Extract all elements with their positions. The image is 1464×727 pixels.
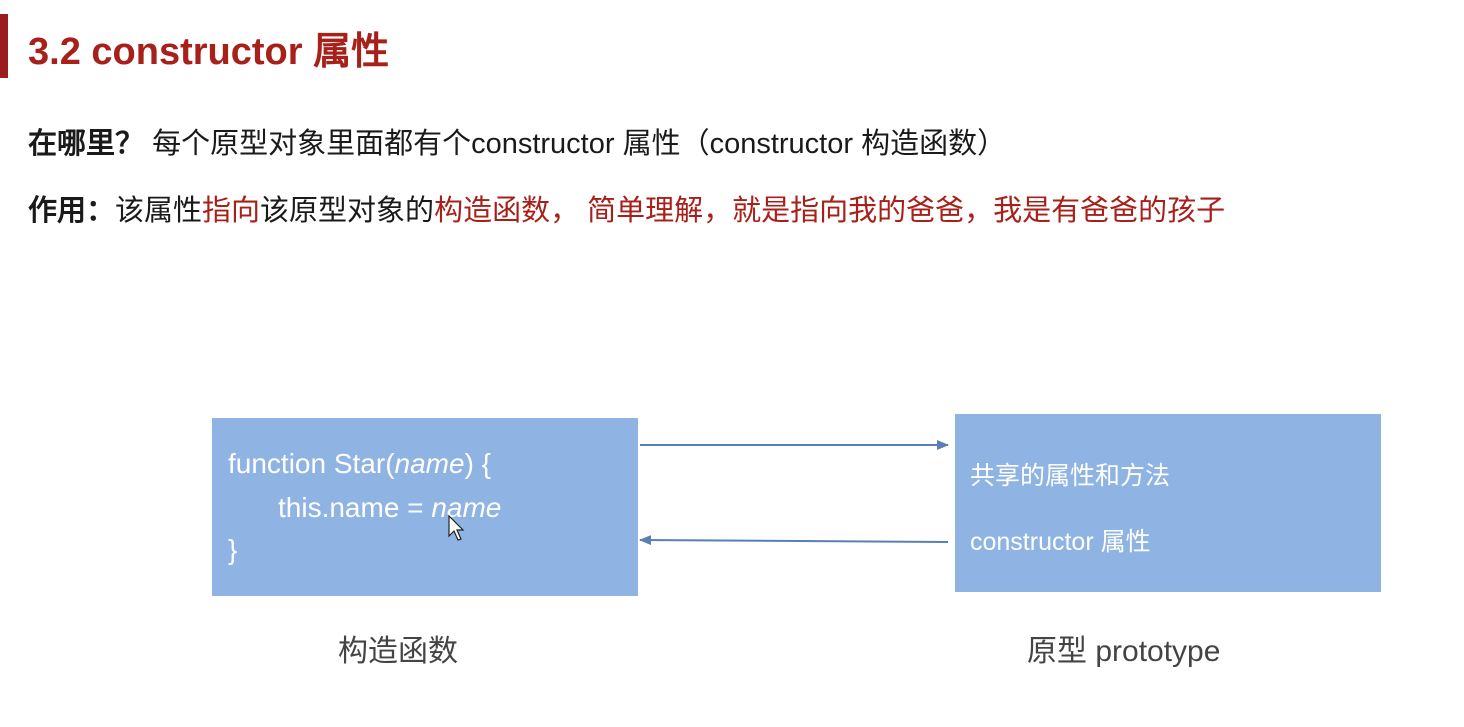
code-assigned-param: name bbox=[431, 492, 502, 523]
prototype-constructor-property: constructor 属性 bbox=[970, 528, 1151, 556]
arrow-to-constructor bbox=[639, 535, 949, 546]
code-line-3: } bbox=[228, 534, 238, 565]
code-assignment: this.name = bbox=[278, 492, 432, 523]
code-open-brace: ) { bbox=[464, 448, 492, 479]
constructor-function-box: function Star(name) { this.name = name } bbox=[212, 418, 638, 596]
purpose-highlight-points-to: 指向 bbox=[202, 195, 261, 227]
prototype-shared-members: 共享的属性和方法 bbox=[970, 462, 1171, 490]
constructor-caption: 构造函数 bbox=[338, 635, 458, 668]
purpose-explanation: 简单理解，就是指向我的爸爸，我是有爸爸的孩子 bbox=[579, 195, 1226, 227]
code-param-name: name bbox=[394, 448, 465, 479]
slide-title: 3.2 constructor 属性 bbox=[28, 31, 390, 73]
prototype-caption: 原型 prototype bbox=[1027, 635, 1221, 668]
purpose-line: 作用：该属性指向该原型对象的构造函数， 简单理解，就是指向我的爸爸，我是有爸爸的… bbox=[28, 187, 1225, 229]
where-label: 在哪里？ bbox=[28, 128, 145, 160]
prototype-box: 共享的属性和方法 constructor 属性 bbox=[955, 414, 1381, 592]
where-text: 每个原型对象里面都有个constructor 属性（constructor 构造… bbox=[144, 128, 1007, 160]
purpose-text-1: 该属性 bbox=[115, 195, 203, 227]
code-function-decl: function Star( bbox=[228, 448, 395, 479]
code-line-1: function Star(name) { bbox=[228, 448, 491, 480]
where-line: 在哪里？ 每个原型对象里面都有个constructor 属性（construct… bbox=[28, 120, 1006, 162]
purpose-comma: ， bbox=[550, 195, 580, 227]
purpose-text-2: 该原型对象的 bbox=[260, 195, 435, 227]
purpose-highlight-constructor: 构造函数 bbox=[434, 195, 551, 227]
title-accent-bar bbox=[0, 14, 8, 78]
code-line-2: this.name = name bbox=[278, 492, 501, 524]
purpose-label: 作用： bbox=[28, 195, 116, 227]
